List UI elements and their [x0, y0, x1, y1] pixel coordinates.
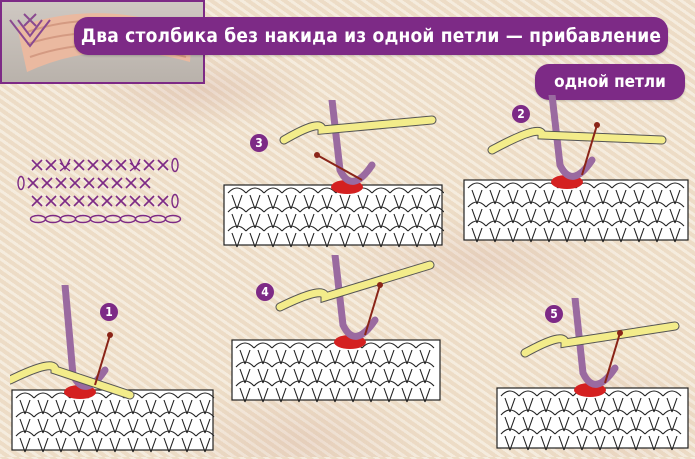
chart-symbol-x — [45, 159, 57, 171]
step-4-illustration: 4 — [230, 251, 442, 405]
fabric-rows — [463, 179, 689, 243]
chart-symbol-v — [59, 158, 71, 172]
fabric-rows — [231, 339, 441, 403]
chart-symbol-v — [129, 158, 141, 172]
crochet-hook — [276, 261, 434, 311]
stitch-symbol-logo-icon — [9, 13, 51, 48]
chart-symbol-x — [111, 177, 123, 189]
step-number-badge: 4 — [256, 283, 274, 301]
chart-symbol-x — [115, 159, 127, 171]
chart-symbol-x — [69, 177, 81, 189]
fabric-rows — [11, 389, 215, 453]
crochet-hook — [6, 362, 134, 399]
fabric-rows — [496, 387, 689, 451]
chart-symbol-x — [73, 159, 85, 171]
chain-stitch-symbol — [164, 214, 182, 224]
chart-symbol-x — [83, 177, 95, 189]
chart-symbol-o — [171, 193, 179, 209]
chart-symbol-x — [55, 177, 67, 189]
chart-symbol-x — [31, 159, 43, 171]
chart-symbol-x — [115, 195, 127, 207]
yarn-strand — [548, 91, 596, 180]
chain-stitch-symbol — [104, 214, 122, 224]
chart-symbol-x — [101, 159, 113, 171]
direction-arrow-icon — [364, 282, 383, 336]
chart-symbol-x — [129, 195, 141, 207]
direction-arrow-icon — [604, 330, 623, 384]
chart-symbol-x — [125, 177, 137, 189]
step-number-badge: 1 — [100, 303, 118, 321]
direction-arrow-icon — [581, 122, 600, 176]
step-number-badge: 2 — [512, 105, 530, 123]
chart-symbol-x — [139, 177, 151, 189]
step-number-badge: 5 — [545, 305, 563, 323]
chart-symbol-x — [59, 195, 71, 207]
chart-symbol-o — [171, 157, 179, 173]
chart-symbol-x — [101, 195, 113, 207]
stitch-chart — [17, 157, 182, 224]
direction-arrow-icon — [314, 152, 363, 181]
chart-symbol-x — [157, 159, 169, 171]
step-5-illustration: 5 — [495, 294, 690, 453]
yarn-strand — [571, 294, 619, 388]
chain-stitch-symbol — [44, 214, 62, 224]
chain-stitch-symbol — [119, 214, 137, 224]
chart-symbol-x — [97, 177, 109, 189]
chain-stitch-symbol — [59, 214, 77, 224]
chain-stitch-symbol — [134, 214, 152, 224]
chart-symbol-x — [87, 195, 99, 207]
crochet-hook — [280, 116, 436, 144]
yarn-strand — [331, 251, 379, 340]
chart-symbol-x — [45, 195, 57, 207]
subtitle-badge: одной петли — [535, 64, 685, 100]
chart-symbol-x — [73, 195, 85, 207]
step-3-illustration: 3 — [222, 96, 445, 250]
chart-symbol-x — [31, 195, 43, 207]
chart-symbol-x — [87, 159, 99, 171]
chart-symbol-x — [143, 159, 155, 171]
chain-stitch-symbol — [74, 214, 92, 224]
chart-symbol-x — [27, 177, 39, 189]
chain-stitch-symbol — [149, 214, 167, 224]
fabric-rows — [223, 184, 445, 248]
step-1-illustration: 1 — [5, 281, 215, 455]
crochet-hook — [488, 127, 666, 154]
chart-symbol-x — [157, 195, 169, 207]
step-number-badge: 3 — [250, 134, 268, 152]
chart-symbol-x — [41, 177, 53, 189]
chart-symbol-x — [143, 195, 155, 207]
chain-stitch-symbol — [29, 214, 47, 224]
page-title: Два столбика без накида из одной петли —… — [74, 17, 668, 55]
chart-symbol-o — [17, 175, 25, 191]
step-2-illustration: 2 — [462, 91, 690, 245]
yarn-strand — [328, 96, 376, 185]
chain-stitch-symbol — [89, 214, 107, 224]
direction-arrow-icon — [94, 332, 113, 386]
crochet-hook — [521, 322, 679, 357]
